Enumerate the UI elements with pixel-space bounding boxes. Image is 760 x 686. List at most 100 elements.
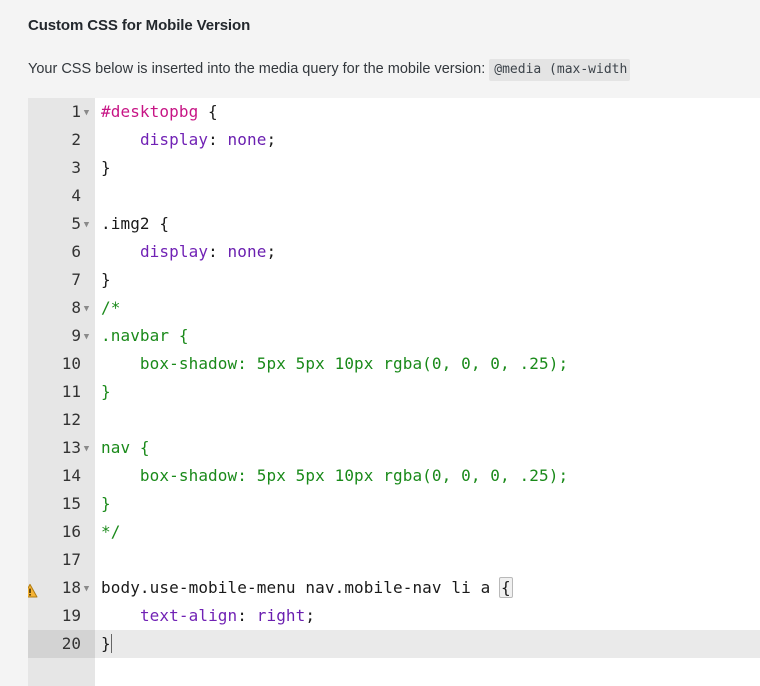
text-cursor xyxy=(110,634,112,653)
line-gutter: 10 xyxy=(28,350,95,378)
editor-line[interactable]: 16*/ xyxy=(28,518,760,546)
line-gutter: 19 xyxy=(28,602,95,630)
editor-line[interactable]: 10 box-shadow: 5px 5px 10px rgba(0, 0, 0… xyxy=(28,350,760,378)
line-number: 10 xyxy=(61,354,81,373)
editor-line[interactable]: 11} xyxy=(28,378,760,406)
code-token xyxy=(101,606,140,625)
line-gutter: 17 xyxy=(28,546,95,574)
line-number: 12 xyxy=(61,410,81,429)
code-token: nav { xyxy=(101,438,150,457)
code-token: { xyxy=(499,577,513,598)
code-token: text-align xyxy=(139,606,238,625)
code-token: none xyxy=(227,130,267,149)
editor-line[interactable]: 7} xyxy=(28,266,760,294)
code-token: body.use-mobile-menu nav.mobile-nav li a xyxy=(101,578,501,597)
line-number: 14 xyxy=(61,466,81,485)
code-token: #desktopbg xyxy=(101,102,199,121)
code-token: box-shadow: 5px 5px 10px rgba(0, 0, 0, .… xyxy=(101,354,569,373)
editor-line[interactable]: 1▼ #desktopbg { xyxy=(28,98,760,126)
warning-icon[interactable] xyxy=(28,580,38,598)
code-token: display xyxy=(139,242,209,261)
code-token: ; xyxy=(266,242,277,261)
page-title: Custom CSS for Mobile Version xyxy=(28,17,251,34)
code-text: } xyxy=(101,154,111,182)
code-token: /* xyxy=(101,298,121,317)
editor-line[interactable]: 3} xyxy=(28,154,760,182)
editor-line[interactable]: 18▼ body.use-mobile-menu nav.mobile-nav l… xyxy=(28,574,760,602)
editor-line[interactable]: 4 xyxy=(28,182,760,210)
code-text: display: none; xyxy=(101,126,276,154)
code-token: } xyxy=(101,382,111,401)
editor-line[interactable]: 17 xyxy=(28,546,760,574)
media-query-code-chip: @media (max-width xyxy=(489,59,631,81)
code-token xyxy=(101,130,140,149)
settings-panel-header: Custom CSS for Mobile Version Your CSS b… xyxy=(0,0,760,81)
line-gutter: 11 xyxy=(28,378,95,406)
line-number: 5 xyxy=(71,214,81,233)
code-token: right xyxy=(256,606,306,625)
code-token: none xyxy=(227,242,267,261)
editor-line[interactable]: 13▼nav { xyxy=(28,434,760,462)
line-number: 6 xyxy=(71,242,81,261)
editor-line[interactable]: 20} xyxy=(28,630,760,658)
code-token: box-shadow: 5px 5px 10px rgba(0, 0, 0, .… xyxy=(101,466,569,485)
line-gutter: 7 xyxy=(28,266,95,294)
line-gutter: 4 xyxy=(28,182,95,210)
line-gutter: 18▼ xyxy=(28,574,95,602)
editor-line[interactable]: 15} xyxy=(28,490,760,518)
code-text: /* xyxy=(101,294,120,322)
line-gutter: 8▼ xyxy=(28,294,95,322)
code-token: display xyxy=(139,130,209,149)
editor-line[interactable]: 14 box-shadow: 5px 5px 10px rgba(0, 0, 0… xyxy=(28,462,760,490)
fold-arrow-icon[interactable]: ▼ xyxy=(83,443,90,454)
editor-line[interactable]: 2 display: none; xyxy=(28,126,760,154)
editor-line[interactable]: 19 text-align: right; xyxy=(28,602,760,630)
line-gutter: 1▼ xyxy=(28,98,95,126)
line-number: 7 xyxy=(71,270,81,289)
line-gutter: 5▼ xyxy=(28,210,95,238)
editor-line[interactable]: 5▼ .img2 { xyxy=(28,210,760,238)
line-number: 9 xyxy=(71,326,81,345)
line-number: 16 xyxy=(61,522,81,541)
line-gutter: 12 xyxy=(28,406,95,434)
line-number: 11 xyxy=(61,382,81,401)
code-token: ; xyxy=(305,606,316,625)
code-text: box-shadow: 5px 5px 10px rgba(0, 0, 0, .… xyxy=(101,462,568,490)
editor-line[interactable]: 8▼ /* xyxy=(28,294,760,322)
code-token: .img2 { xyxy=(101,214,170,233)
active-line-highlight xyxy=(95,630,760,658)
line-number: 19 xyxy=(61,606,81,625)
line-number: 8 xyxy=(71,298,81,317)
code-text: } xyxy=(101,490,111,518)
line-number: 15 xyxy=(61,494,81,513)
editor-line[interactable]: 9▼.navbar { xyxy=(28,322,760,350)
line-gutter: 3 xyxy=(28,154,95,182)
code-token: } xyxy=(101,634,111,653)
editor-line[interactable]: 12 xyxy=(28,406,760,434)
line-number: 2 xyxy=(71,130,81,149)
line-number: 20 xyxy=(61,634,81,653)
code-token: { xyxy=(198,102,218,121)
panel-description: Your CSS below is inserted into the medi… xyxy=(28,36,760,81)
code-text: } xyxy=(101,630,112,658)
fold-arrow-icon[interactable]: ▼ xyxy=(83,583,90,594)
line-gutter: 20 xyxy=(28,630,95,658)
code-text: nav { xyxy=(101,434,150,462)
fold-arrow-icon[interactable]: ▼ xyxy=(83,303,90,314)
code-text: display: none; xyxy=(101,238,276,266)
line-number: 18 xyxy=(61,578,81,597)
code-token: } xyxy=(101,494,111,513)
line-gutter: 16 xyxy=(28,518,95,546)
fold-arrow-icon[interactable]: ▼ xyxy=(83,331,90,342)
editor-line[interactable]: 6 display: none; xyxy=(28,238,760,266)
code-text: } xyxy=(101,266,111,294)
line-number: 4 xyxy=(71,186,81,205)
line-gutter: 15 xyxy=(28,490,95,518)
fold-arrow-icon[interactable]: ▼ xyxy=(83,107,90,118)
code-token: : xyxy=(208,242,228,261)
line-gutter: 9▼ xyxy=(28,322,95,350)
line-number: 3 xyxy=(71,158,81,177)
fold-arrow-icon[interactable]: ▼ xyxy=(83,219,90,230)
